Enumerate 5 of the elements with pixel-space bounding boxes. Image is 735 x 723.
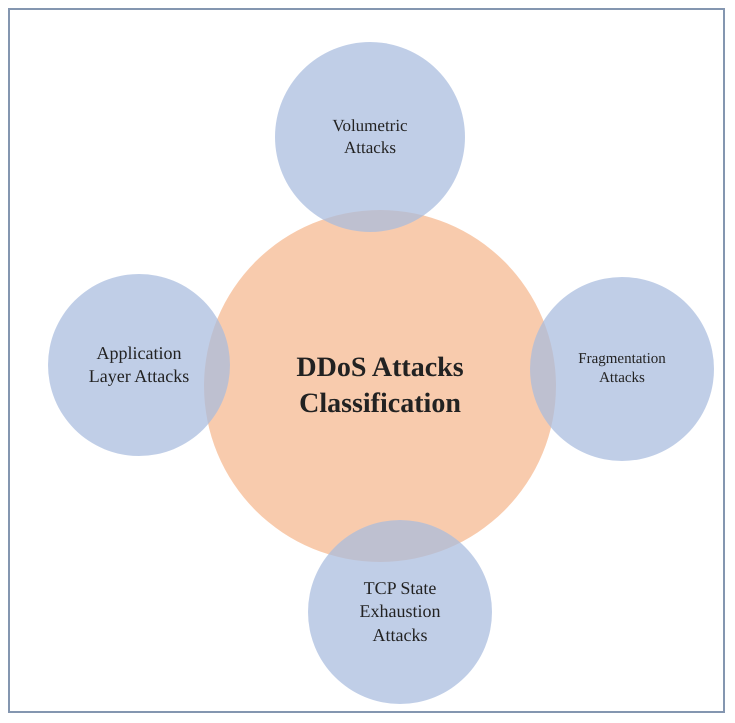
category-label: TCP State Exhaustion Attacks: [358, 576, 442, 647]
diagram-title-text: DDoS Attacks Classification: [295, 350, 465, 421]
category-label: Fragmentation Attacks: [577, 350, 667, 388]
category-label: Volumetric Attacks: [331, 114, 409, 159]
category-label: Application Layer Attacks: [88, 342, 190, 388]
